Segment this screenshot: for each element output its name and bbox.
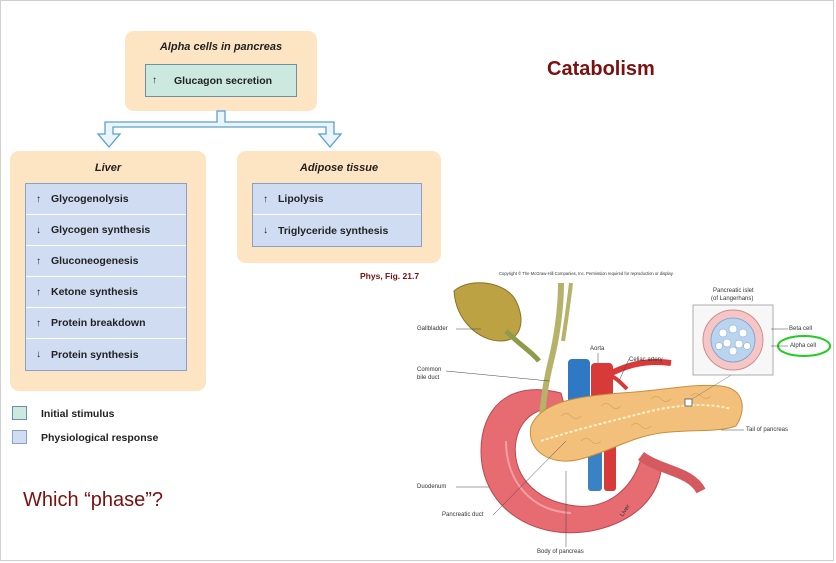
list-item: ↑ Protein breakdown [26, 308, 186, 339]
list-item: ↓ Triglyceride synthesis [253, 215, 421, 246]
tail-of-pancreas-label: Tail of pancreas [746, 427, 789, 433]
list-item: ↓ Protein synthesis [26, 339, 186, 370]
list-item-label: Protein breakdown [51, 317, 146, 329]
question-text: Which “phase”? [23, 489, 164, 511]
legend-stimulus-swatch [12, 406, 27, 420]
arrow-icon: ↓ [36, 224, 41, 236]
arrow-icon: ↑ [263, 193, 268, 205]
body-of-pancreas-label: Body of pancreas [537, 549, 584, 555]
up-arrow-icon: ↑ [152, 75, 157, 86]
arrow-icon: ↑ [36, 255, 41, 267]
beta-cell-label: Beta cell [789, 326, 813, 332]
list-item: ↑ Gluconeogenesis [26, 246, 186, 277]
pancreatic-duct-label: Pancreatic duct [442, 512, 484, 518]
alpha-cell-label: Alpha cell [790, 343, 817, 349]
celiac-artery-label: Celiac artery [629, 357, 663, 363]
list-item: ↓ Glycogen synthesis [26, 215, 186, 246]
gallbladder-label: Gallbladder [417, 326, 448, 332]
adipose-response-list: ↑ Lipolysis ↓ Triglyceride synthesis [252, 183, 422, 247]
list-item-label: Triglyceride synthesis [278, 224, 389, 237]
liver-response-list: ↑ Glycogenolysis ↓ Glycogen synthesis ↑ Glu… [25, 183, 187, 371]
list-item-label: Protein synthesis [51, 348, 139, 361]
arrow-icon: ↑ [36, 193, 41, 205]
copyright-line: Copyright © The McGraw-Hill Companies, I… [499, 271, 674, 276]
arrow-icon: ↑ [36, 286, 41, 298]
list-item: ↑ Lipolysis [253, 184, 421, 215]
pancreatic-islet-label-1: Pancreatic islet [713, 288, 754, 294]
arrow-icon: ↓ [36, 349, 41, 360]
list-item-label: Glycogen synthesis [51, 224, 151, 236]
alpha-cells-title: Alpha cells in pancreas [159, 41, 283, 53]
arrow-icon: ↑ [36, 317, 41, 329]
aorta-label: Aorta [590, 346, 605, 352]
duodenum-label: Duodenum [417, 484, 447, 490]
common-bile-duct-label-2: bile duct [417, 375, 440, 381]
list-item-label: Glycogenolysis [51, 193, 129, 205]
liver-title: Liver [94, 162, 122, 174]
adipose-title: Adipose tissue [299, 162, 379, 174]
glucagon-secretion-label: Glucagon secretion [174, 74, 273, 87]
common-bile-duct-label-1: Common [417, 367, 442, 373]
legend-stimulus-label: Initial stimulus [41, 408, 115, 420]
legend-response-swatch [12, 430, 27, 444]
glucagon-stimulus-box: ↑ Glucagon secretion [145, 64, 297, 97]
legend-response-label: Physiological response [41, 432, 159, 444]
list-item-label: Gluconeogenesis [51, 255, 139, 267]
liver-panel: Liver ↑ Glycogenolysis ↓ Glycogen synthesi… [10, 151, 206, 391]
list-item-label: Ketone synthesis [51, 286, 138, 298]
list-item-label: Lipolysis [278, 193, 324, 205]
slide-heading: Catabolism [547, 58, 655, 80]
pancreatic-islet-label-2: (of Langerhans) [711, 296, 754, 302]
arrow-icon: ↓ [263, 225, 268, 236]
alpha-cells-panel: Alpha cells in pancreas ↑ Glucagon secre… [125, 31, 317, 111]
figure-reference: Phys, Fig. 21.7 [360, 271, 420, 281]
list-item: ↑ Ketone synthesis [26, 277, 186, 308]
adipose-panel: Adipose tissue ↑ Lipolysis ↓ Triglyceride … [237, 151, 441, 263]
list-item: ↑ Glycogenolysis [26, 184, 186, 215]
